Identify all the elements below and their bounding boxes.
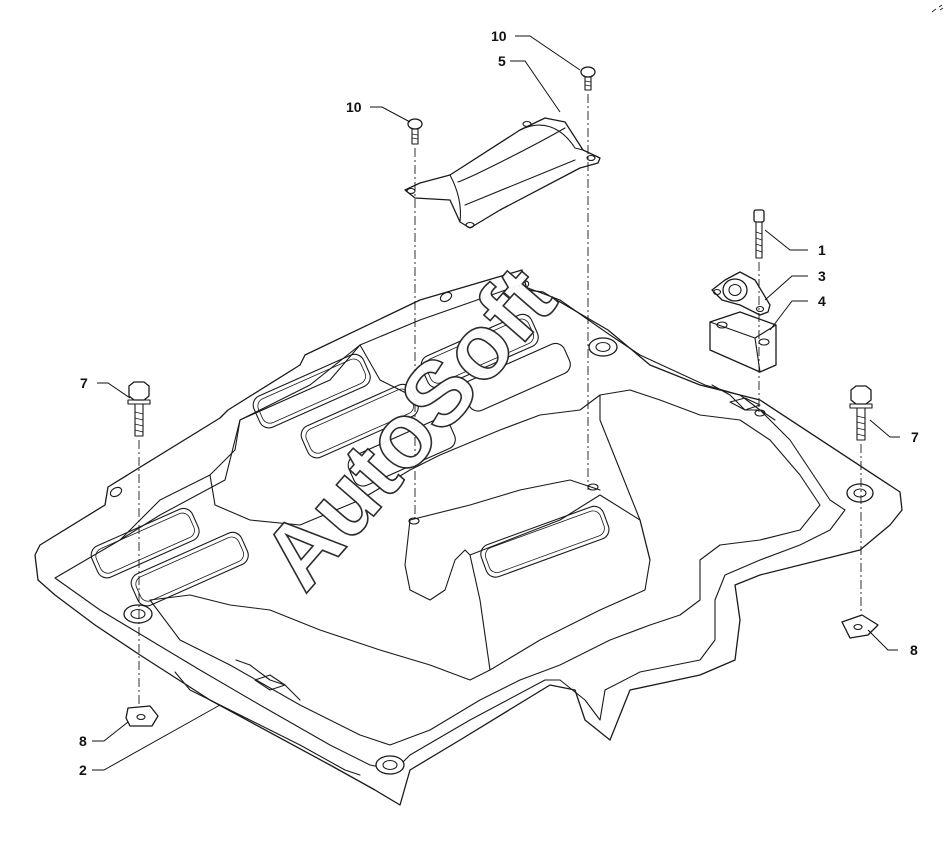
screw-10-right: [580, 66, 596, 91]
leader-lines: [92, 35, 900, 771]
callout-4: 4: [818, 293, 826, 309]
callout-7-right: 7: [911, 429, 919, 445]
callout-labels: 1 3 4 5 7 7 8 8 2 10 10: [79, 28, 919, 778]
mounting-holes: [123, 337, 874, 775]
callout-10-right: 10: [491, 28, 507, 44]
clip-nut-left: [125, 705, 159, 727]
clip-nut-right: [841, 614, 879, 639]
corner-mark: [931, 4, 944, 13]
callout-8-left: 8: [79, 733, 87, 749]
callout-3: 3: [818, 268, 826, 284]
callout-8-right: 8: [910, 642, 918, 658]
cover-shell: [404, 117, 601, 229]
screw-10-left: [407, 118, 423, 145]
callout-10-left: 10: [346, 99, 362, 115]
bolt-7-right: [849, 385, 873, 441]
assembly-lines: [138, 94, 862, 705]
callout-1: 1: [818, 242, 826, 258]
skid-plate: [34, 269, 903, 806]
bearing-bracket: [711, 271, 771, 316]
callout-7-left: 7: [80, 375, 88, 391]
bolt-7-left: [127, 381, 151, 437]
bracket-block: [709, 311, 777, 373]
callout-5: 5: [498, 53, 506, 69]
bolt-1: [753, 209, 765, 259]
pocket-recesses: [90, 313, 610, 607]
callout-2: 2: [79, 762, 87, 778]
